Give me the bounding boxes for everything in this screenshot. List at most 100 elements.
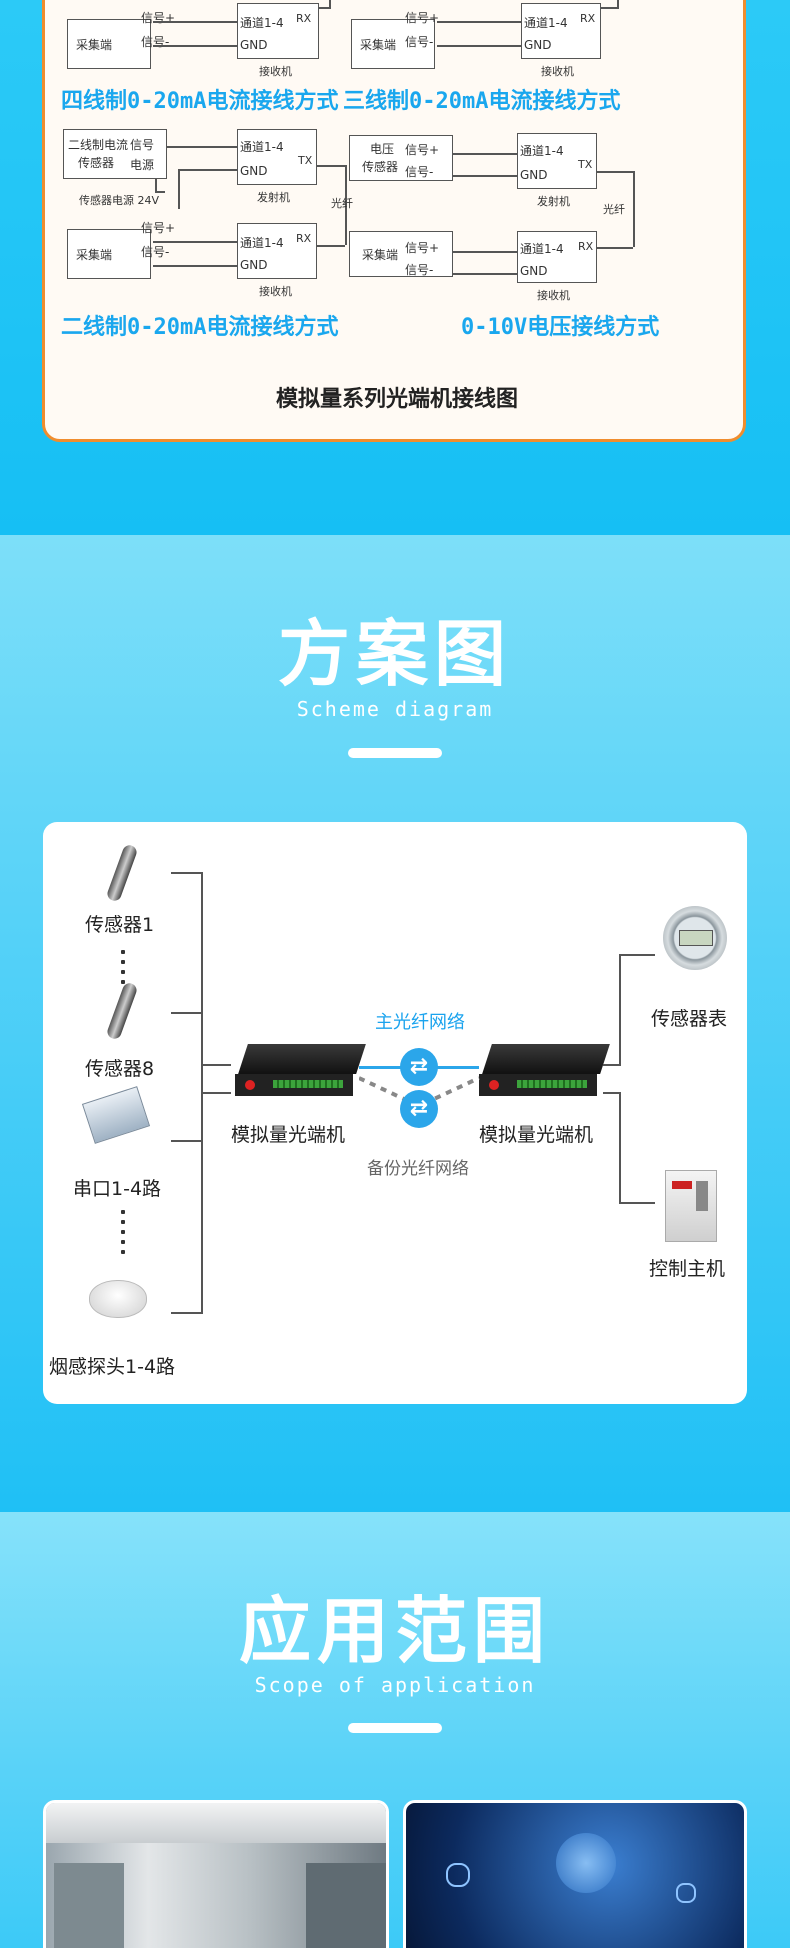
sensor-power-label: 传感器电源 24V xyxy=(79,194,160,207)
fiber-wire xyxy=(597,171,633,173)
collector-box: 采集端 xyxy=(351,19,435,69)
scheme-heading-underbar xyxy=(348,748,442,758)
fiber-wire xyxy=(633,171,635,247)
fiber-wire xyxy=(597,247,633,249)
voltage-caption: 0-10V电压接线方式 xyxy=(461,315,660,340)
receiver-box: 通道1-4 GND RX xyxy=(237,223,317,279)
signal-plus-label: 信号+ xyxy=(141,221,176,235)
connector-line xyxy=(201,1064,231,1066)
wire xyxy=(153,241,237,243)
collector-box: 采集端 xyxy=(67,229,151,279)
wire xyxy=(178,169,237,171)
signal-label: 信号 xyxy=(130,138,155,152)
tx-label: TX xyxy=(578,158,593,171)
fiber-label: 光纤 xyxy=(331,197,353,210)
ellipsis-dots xyxy=(121,950,125,990)
sensor-label-line1: 电压 xyxy=(370,142,395,156)
gnd-label: GND xyxy=(520,168,548,182)
collector-box: 采集端 xyxy=(349,231,453,277)
wire xyxy=(153,21,237,23)
receiver-label: 接收机 xyxy=(541,65,574,78)
connector-line xyxy=(201,1092,231,1094)
signal-plus-label: 信号+ xyxy=(405,241,440,255)
wire xyxy=(155,179,157,191)
wire xyxy=(601,7,617,9)
connector-line xyxy=(171,872,203,874)
transmitter-box: 通道1-4 GND TX xyxy=(237,129,317,185)
collector-label: 采集端 xyxy=(76,38,113,52)
main-fiber-label: 主光纤网络 xyxy=(375,1012,465,1033)
scheme-diagram-card: 传感器1 传感器8 串口1-4路 烟感探头1-4路 模拟量光端机 模拟量光端机 … xyxy=(43,822,747,1404)
channel-label: 通道1-4 xyxy=(240,236,284,250)
gnd-label: GND xyxy=(524,38,552,52)
scheme-heading: 方案图 xyxy=(277,612,512,696)
wiring-diagram-card: 采集端 信号+ 信号- 通道1-4 GND RX 接收机 四线制0-20mA电流… xyxy=(42,0,746,442)
signal-plus-label: 信号+ xyxy=(405,143,440,157)
tx-label: TX xyxy=(298,154,313,167)
rx-label: RX xyxy=(578,240,594,253)
four-wire-caption: 四线制0-20mA电流接线方式 xyxy=(61,89,339,114)
receiver-label: 接收机 xyxy=(259,285,292,298)
control-host-icon xyxy=(665,1170,717,1242)
fiber-wire xyxy=(345,165,347,245)
wire xyxy=(453,251,517,253)
wire xyxy=(453,175,517,177)
sensor1-label: 传感器1 xyxy=(85,914,155,936)
pressure-gauge-icon xyxy=(663,906,727,970)
transmitter-box: 通道1-4 GND TX xyxy=(517,133,597,189)
smoke-detector-icon xyxy=(89,1280,147,1318)
fiber-wire xyxy=(317,165,345,167)
receiver-label: 接收机 xyxy=(537,289,570,302)
wire xyxy=(319,7,329,9)
wiring-diagram-title: 模拟量系列光端机接线图 xyxy=(275,387,518,412)
receiver-label: 接收机 xyxy=(259,65,292,78)
voltage-sensor-box: 电压 传感器 xyxy=(349,135,453,181)
wire xyxy=(178,169,180,209)
wire xyxy=(617,0,619,9)
gnd-label: GND xyxy=(240,258,268,272)
channel-label: 通道1-4 xyxy=(520,242,564,256)
signal-plus-label: 信号+ xyxy=(141,11,176,25)
signal-minus-label: 信号- xyxy=(405,35,434,49)
gnd-label: GND xyxy=(240,38,268,52)
sensor-label-line1: 二线制电流 xyxy=(68,138,129,152)
gnd-label: GND xyxy=(520,264,548,278)
wire xyxy=(153,45,237,47)
two-wire-caption: 二线制0-20mA电流接线方式 xyxy=(61,315,339,340)
channel-label: 通道1-4 xyxy=(240,140,284,154)
backup-fiber-label: 备份光纤网络 xyxy=(367,1159,469,1179)
collector-label: 采集端 xyxy=(76,248,113,262)
serial-converter-icon xyxy=(81,1086,151,1144)
two-wire-sensor-box: 二线制电流 传感器 信号 电源 xyxy=(63,129,167,179)
wiring-section: 采集端 信号+ 信号- 通道1-4 GND RX 接收机 四线制0-20mA电流… xyxy=(0,0,790,535)
scheme-subheading: Scheme diagram xyxy=(296,697,494,721)
connector-line xyxy=(171,1012,203,1014)
sensor-label-line2: 传感器 xyxy=(362,160,399,174)
switchgear-room-photo xyxy=(43,1800,389,1948)
connector-line xyxy=(603,1064,619,1066)
wire xyxy=(437,45,521,47)
sensor8-label: 传感器8 xyxy=(85,1058,155,1080)
collector-box: 采集端 xyxy=(67,19,151,69)
scope-heading: 应用范围 xyxy=(238,1589,551,1673)
optical-transceiver-left-icon xyxy=(235,1044,366,1102)
wire xyxy=(167,146,237,148)
collector-label: 采集端 xyxy=(362,248,399,262)
sensor-label-line2: 传感器 xyxy=(78,156,115,170)
gnd-label: GND xyxy=(240,164,268,178)
connector-line xyxy=(619,954,621,1066)
connector-line xyxy=(201,872,203,1116)
connector-line xyxy=(619,1092,621,1204)
connector-line xyxy=(603,1092,619,1094)
channel-label: 通道1-4 xyxy=(520,144,564,158)
fiber-wire xyxy=(317,245,345,247)
controller-label: 控制主机 xyxy=(649,1258,726,1280)
receiver-box: 通道1-4 GND RX xyxy=(517,231,597,283)
signal-plus-label: 信号+ xyxy=(405,11,440,25)
wire xyxy=(453,153,517,155)
connector-line xyxy=(201,1092,203,1314)
transmitter-label: 发射机 xyxy=(537,195,570,208)
scope-heading-underbar xyxy=(348,1723,442,1733)
exchange-arrows-icon: ⇄ xyxy=(400,1048,438,1086)
